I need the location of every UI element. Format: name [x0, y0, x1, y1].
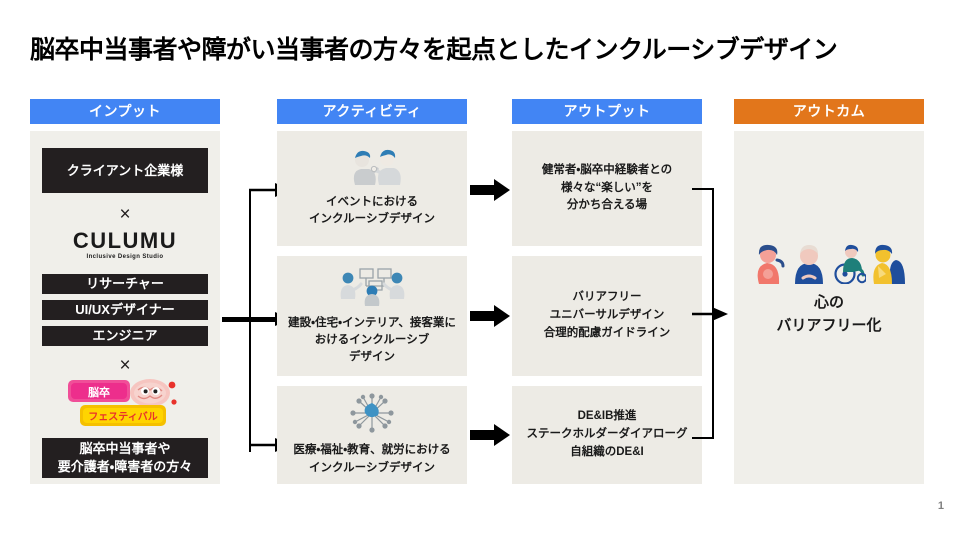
virus-network-icon — [349, 393, 395, 438]
outcome-people-icons — [734, 242, 924, 284]
block-arrow-activity-to-output-1 — [470, 179, 510, 201]
output-card-2-line-1: バリアフリー — [572, 291, 642, 304]
output-card-1-line-1: 健常者・脳卒中経験者との — [541, 163, 673, 176]
role-box-researcher: リサーチャー — [42, 274, 208, 294]
output-card-1-line-2: 様々な“楽しい”を — [560, 181, 653, 194]
person-pink-icon — [757, 244, 785, 284]
participants-box: 脳卒中当事者や 要介護者・障害者の方々 — [42, 438, 208, 478]
outcome-line-2: バリアフリー化 — [776, 316, 882, 334]
activity-card-1-line-1: イベントにおける — [326, 195, 418, 208]
connector-output-stub-3 — [692, 437, 714, 439]
column-header-outcome: アウトカム — [734, 99, 924, 124]
role-box-uiux-designer: UI/UXデザイナー — [42, 300, 208, 320]
column-header-output: アウトプット — [512, 99, 702, 124]
column-header-activity: アクティビティ — [277, 99, 467, 124]
participants-line-1: 脳卒中当事者や — [79, 441, 171, 457]
elder-blue-icon — [795, 245, 823, 284]
output-card-2-line-3: 合理的配慮ガイドライン — [543, 326, 671, 339]
two-people-talking-icon — [341, 149, 403, 190]
activity-card-1-text: イベントにおける インクルーシブデザイン — [309, 194, 435, 229]
arrow-to-outcome — [692, 307, 728, 321]
output-card-3-line-1: DE&IB推進 — [577, 410, 637, 423]
svg-text:フェスティバル: フェスティバル — [88, 411, 157, 423]
output-card-3-line-2: ステークホルダーダイアローグ — [526, 428, 688, 441]
activity-card-3-line-2: インクルーシブデザイン — [309, 461, 435, 474]
nousotsu-festival-logo-icon: 脳卒 フェスティバル — [62, 378, 188, 430]
panel-outcome — [734, 131, 924, 484]
block-arrow-activity-to-output-2 — [470, 305, 510, 327]
activity-card-3: 医療・福祉・教育、就労における インクルーシブデザイン — [277, 386, 467, 484]
output-card-1-text: 健常者・脳卒中経験者との 様々な“楽しい”を 分かち合える場 — [542, 162, 672, 215]
person-yellow-icon — [873, 244, 905, 284]
activity-card-2-line-2: おけるインクルーシブ — [314, 333, 430, 346]
output-card-1-line-3: 分かち合える場 — [566, 199, 648, 212]
column-header-input: インプット — [30, 99, 220, 124]
activity-card-1-line-2: インクルーシブデザイン — [309, 213, 435, 225]
output-card-3-line-3: 自組織のDE&I — [570, 445, 644, 458]
times-separator-2: × — [119, 355, 131, 376]
page-title: 脳卒中当事者や障がい当事者の方々を起点としたインクルーシブデザイン — [30, 36, 838, 64]
times-separator-1: × — [119, 204, 131, 225]
output-card-3-text: DE&IB推進 ステークホルダーダイアローグ 自組織のDE&I — [527, 408, 688, 461]
output-card-1: 健常者・脳卒中経験者との 様々な“楽しい”を 分かち合える場 — [512, 131, 702, 246]
activity-card-2-line-1: 建設・住宅・インテリア、接客業に — [288, 316, 456, 329]
outcome-text: 心の バリアフリー化 — [734, 292, 924, 337]
block-arrow-activity-to-output-3 — [470, 424, 510, 446]
connector-output-stub-1 — [692, 188, 714, 190]
culumu-wordmark: CULUMU — [72, 228, 178, 253]
connector-input-spine — [249, 189, 251, 452]
activity-card-1: イベントにおける インクルーシブデザイン — [277, 131, 467, 246]
svg-text:脳卒: 脳卒 — [88, 385, 110, 399]
output-card-2-line-2: ユニバーサルデザイン — [549, 309, 665, 322]
page-number: 1 — [937, 500, 944, 512]
wheelchair-user-icon — [834, 244, 866, 284]
culumu-tagline: Inclusive Design Studio — [86, 254, 164, 260]
activity-card-2: 建設・住宅・インテリア、接客業に おけるインクルーシブ デザイン — [277, 256, 467, 376]
activity-card-2-line-3: デザイン — [348, 351, 395, 364]
activity-card-3-text: 医療・福祉・教育、就労における インクルーシブデザイン — [293, 442, 450, 477]
culumu-logo: CULUMU Inclusive Design Studio — [42, 228, 208, 261]
outcome-line-1: 心の — [813, 294, 844, 311]
output-card-2: バリアフリー ユニバーサルデザイン 合理的配慮ガイドライン — [512, 256, 702, 376]
activity-card-3-line-1: 医療・福祉・教育、就労における — [293, 444, 451, 457]
activity-card-2-text: 建設・住宅・インテリア、接客業に おけるインクルーシブ デザイン — [288, 315, 456, 367]
role-box-engineer: エンジニア — [42, 326, 208, 346]
output-card-3: DE&IB推進 ステークホルダーダイアローグ 自組織のDE&I — [512, 386, 702, 484]
participants-line-2: 要介護者・障害者の方々 — [57, 459, 193, 474]
people-network-board-icon — [337, 266, 407, 311]
client-company-box: クライアント企業様 — [42, 148, 208, 193]
output-card-2-text: バリアフリー ユニバーサルデザイン 合理的配慮ガイドライン — [544, 289, 671, 342]
